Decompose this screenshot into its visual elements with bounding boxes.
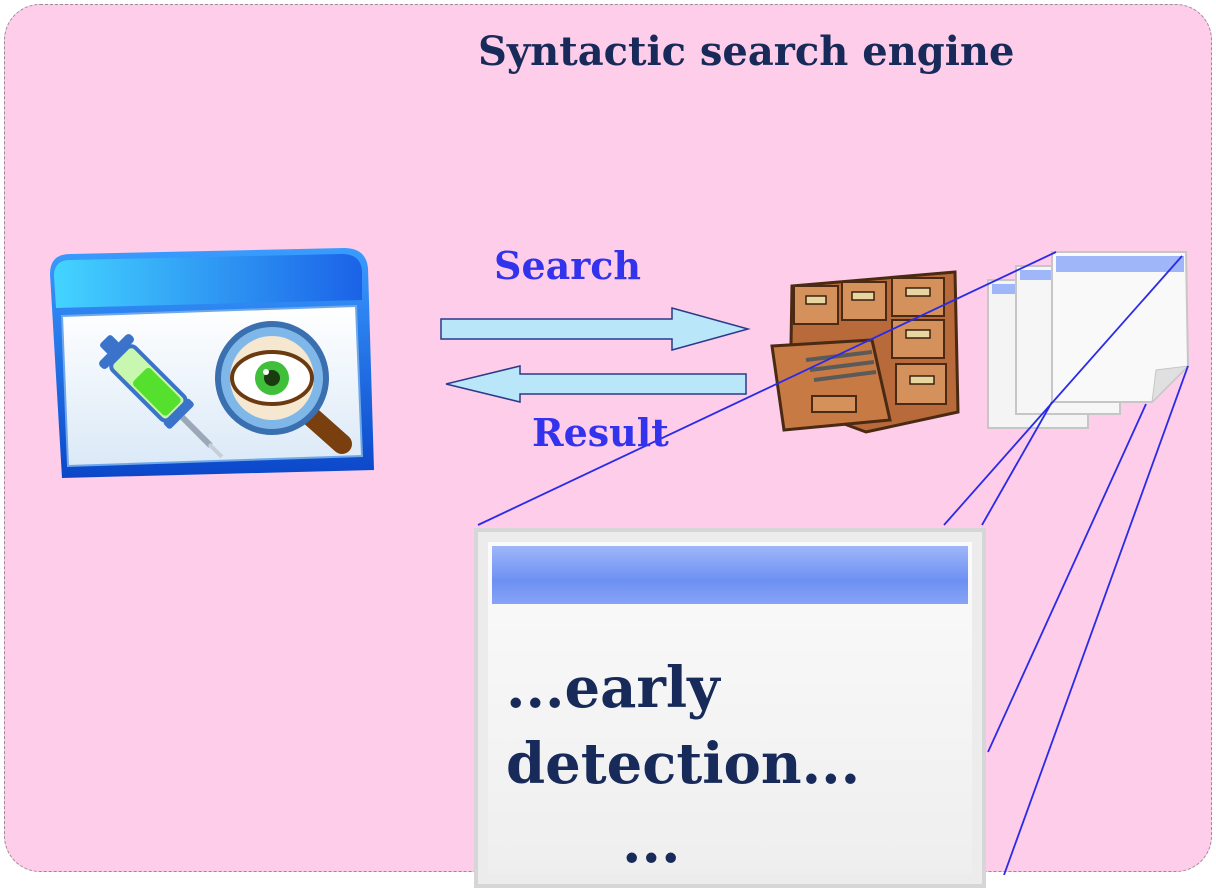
page-title: Syntactic search engine	[478, 28, 1015, 75]
document-titlebar	[492, 546, 968, 604]
search-label: Search	[494, 243, 642, 288]
document-ellipsis: ...	[622, 810, 681, 876]
result-label: Result	[532, 410, 669, 455]
eye-magnifier-icon	[215, 321, 352, 454]
document-window: ...early detection... ...	[474, 528, 986, 888]
document-line-1: ...early	[506, 655, 720, 721]
application-window-icon	[50, 248, 374, 478]
syringe-icon	[99, 334, 224, 459]
document-text: ...early detection...	[506, 650, 860, 802]
document-line-2: detection...	[506, 731, 861, 797]
